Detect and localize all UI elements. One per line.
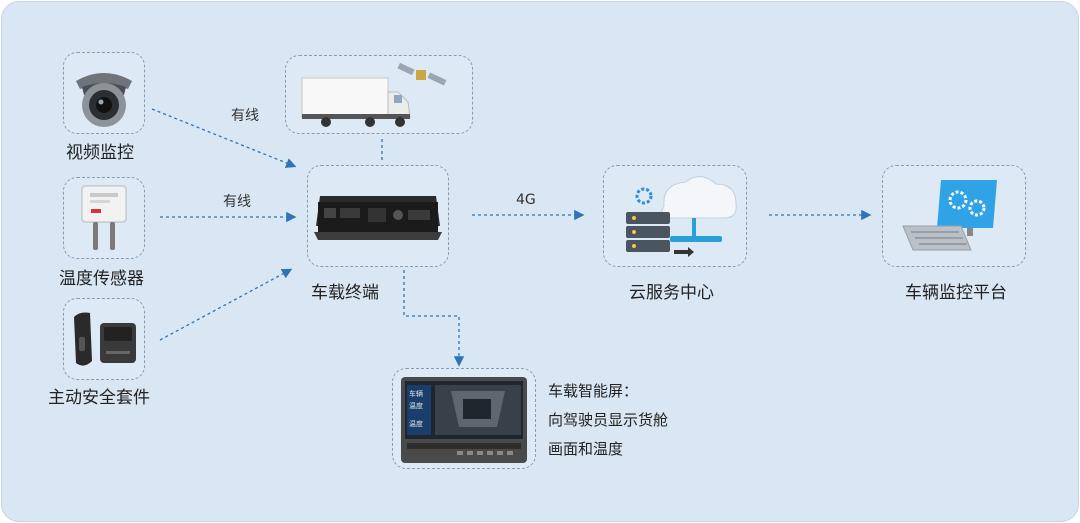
smart-screen-icon (401, 377, 527, 463)
4g-label: 4G (516, 192, 536, 208)
screen-note-line-1: 车载智能屏： (548, 382, 639, 400)
truck-box (285, 55, 473, 134)
arrow-terminal-screen (403, 270, 465, 367)
vehicle-terminal-icon (314, 196, 442, 240)
safety-kit-icon (74, 312, 136, 366)
platform-label: 车辆监控平台 (905, 283, 1007, 303)
temp-sensor-box (63, 177, 145, 259)
screen-title: 车辆 (409, 390, 423, 398)
cloud-server-icon (626, 176, 737, 257)
screen-note: 车载智能屏： 向驾驶员显示货舱 画面和温度 (548, 377, 668, 464)
screen-note-line-3: 画面和温度 (548, 440, 624, 458)
screen-note-line-2: 向驾驶员显示货舱 (548, 411, 669, 429)
arrow-kit-terminal (159, 268, 293, 341)
terminal-label: 车载终端 (311, 283, 379, 303)
camera-label: 视频监控 (66, 143, 134, 163)
wired-label-1: 有线 (231, 108, 259, 124)
camera-box (63, 52, 145, 134)
screen-line-1: 温度 (409, 402, 423, 410)
truck-satellite-icon (301, 62, 447, 127)
safety-kit-box (63, 298, 145, 380)
temperature-sensor-icon (81, 185, 127, 250)
arrow-camera-terminal (151, 108, 297, 168)
satellite-icon (397, 62, 447, 86)
terminal-box (307, 165, 449, 267)
dome-camera-icon (76, 73, 132, 127)
screen-box: 车辆 温度 温度 (392, 368, 536, 469)
platform-box (882, 165, 1026, 267)
screen-line-2: 温度 (409, 420, 423, 428)
monitor-platform-icon (902, 180, 997, 251)
safety-kit-label: 主动安全套件 (48, 388, 150, 408)
cloud-label: 云服务中心 (629, 283, 714, 303)
cloud-box (603, 165, 747, 267)
wired-label-2: 有线 (223, 194, 251, 210)
gear-icon (635, 187, 653, 205)
gear-icon (948, 190, 968, 210)
temp-sensor-label: 温度传感器 (59, 269, 144, 289)
